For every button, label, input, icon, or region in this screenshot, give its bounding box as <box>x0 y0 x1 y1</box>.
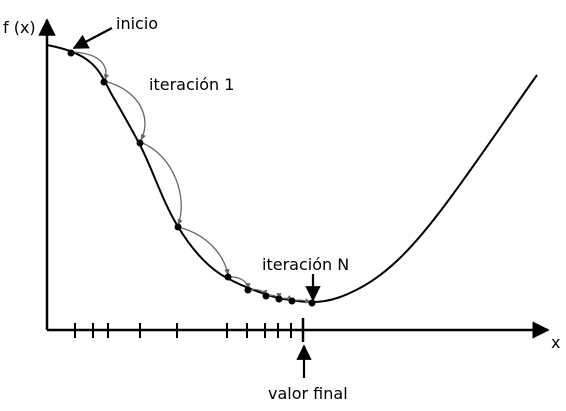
iteration-point <box>288 297 296 305</box>
iteration-point <box>100 78 108 86</box>
step-arrow <box>177 226 230 276</box>
final-value-label: valor final <box>268 384 348 403</box>
iteration-point <box>308 299 316 307</box>
start-pointer-arrow <box>72 27 113 49</box>
x-axis-ticks <box>74 318 305 342</box>
iteration-point <box>224 273 232 281</box>
y-axis-label: f (x) <box>3 18 36 37</box>
start-label: inicio <box>116 14 158 33</box>
step-arrow <box>139 141 183 226</box>
cost-curve <box>46 44 538 304</box>
iteration-last-label: iteración N <box>262 255 349 274</box>
iteration-point <box>136 139 144 147</box>
iteration-point <box>174 223 182 231</box>
step-arrow <box>71 51 110 81</box>
iteration-point <box>244 286 252 294</box>
step-arrow <box>103 80 146 141</box>
iteration-first-label: iteración 1 <box>149 75 234 94</box>
iteration-point <box>262 292 270 300</box>
iteration-point <box>275 295 283 303</box>
x-axis-label: x <box>551 333 560 352</box>
iteration-point <box>67 49 75 57</box>
